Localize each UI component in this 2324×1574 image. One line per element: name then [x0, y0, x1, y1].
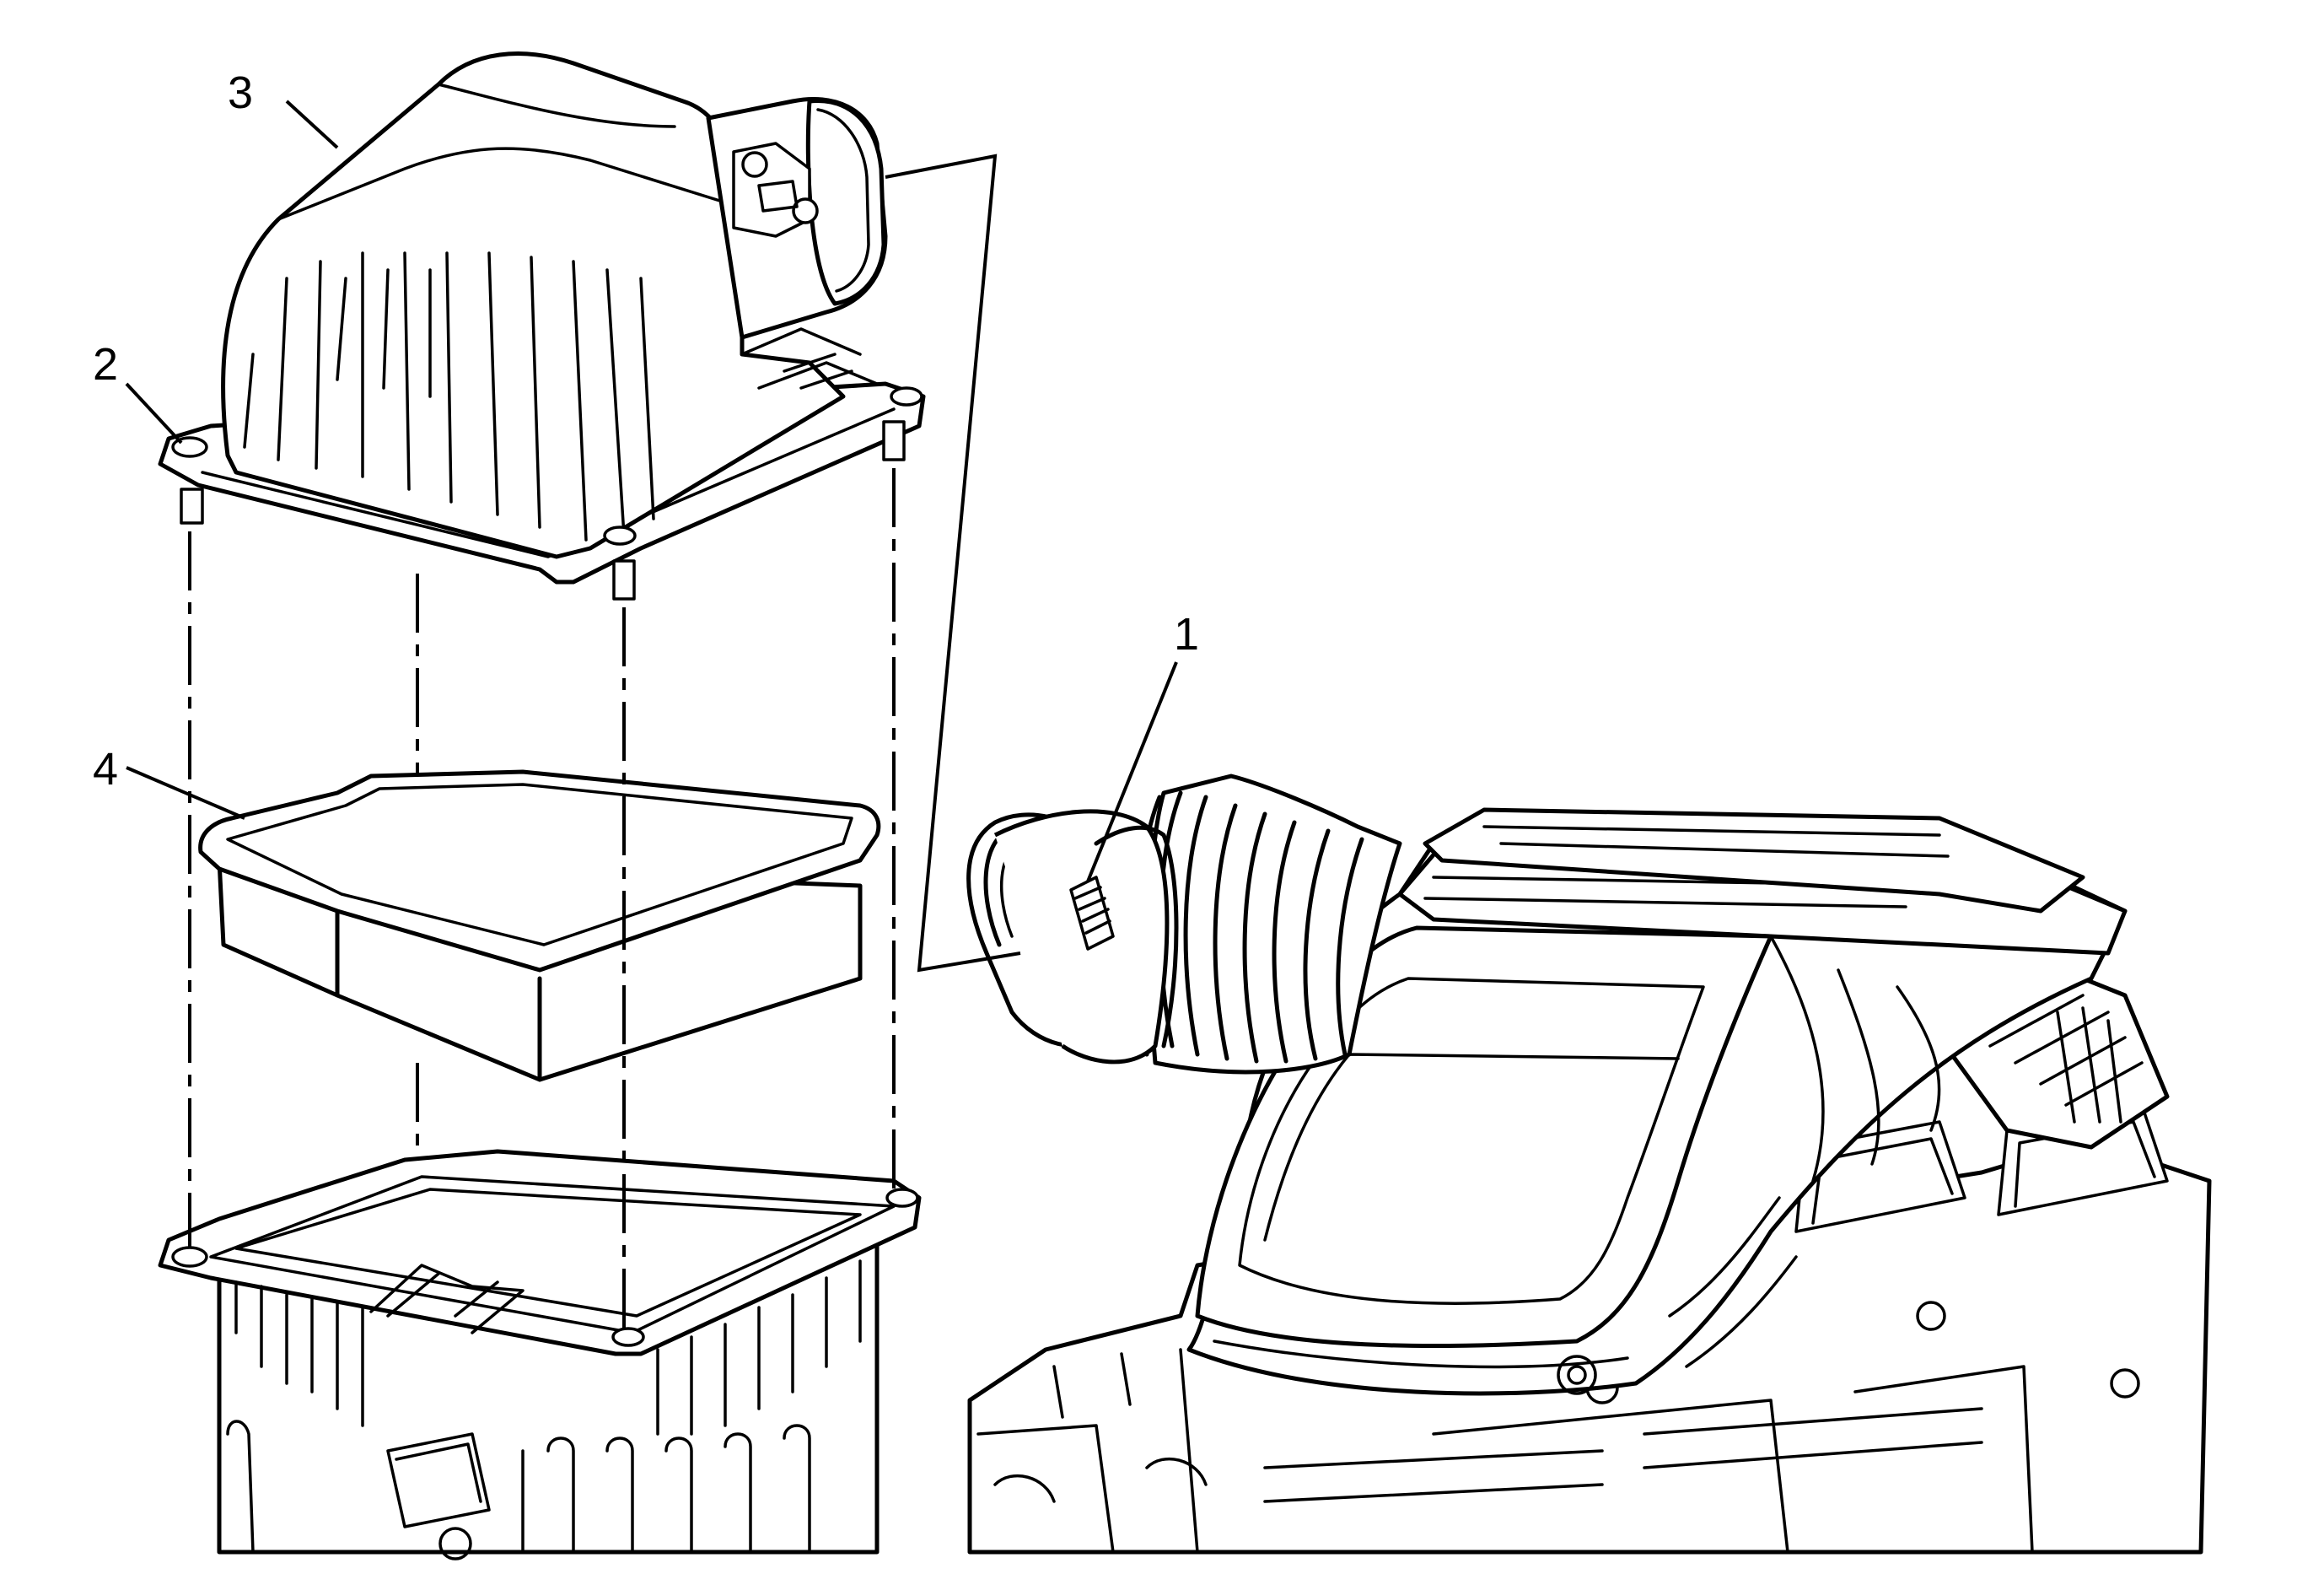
callout-4: 4 [93, 744, 118, 795]
air-filter-element [198, 769, 881, 1082]
callout-2: 2 [93, 339, 118, 390]
leader-lines [125, 100, 1178, 882]
intake-duct [966, 774, 2128, 1396]
air-cleaner-cover [158, 51, 926, 601]
air-cleaner-housing-lower [158, 1149, 922, 1561]
alignment-lines [188, 154, 1021, 1333]
callout-1: 1 [1174, 609, 1199, 660]
callout-3: 3 [228, 67, 253, 118]
